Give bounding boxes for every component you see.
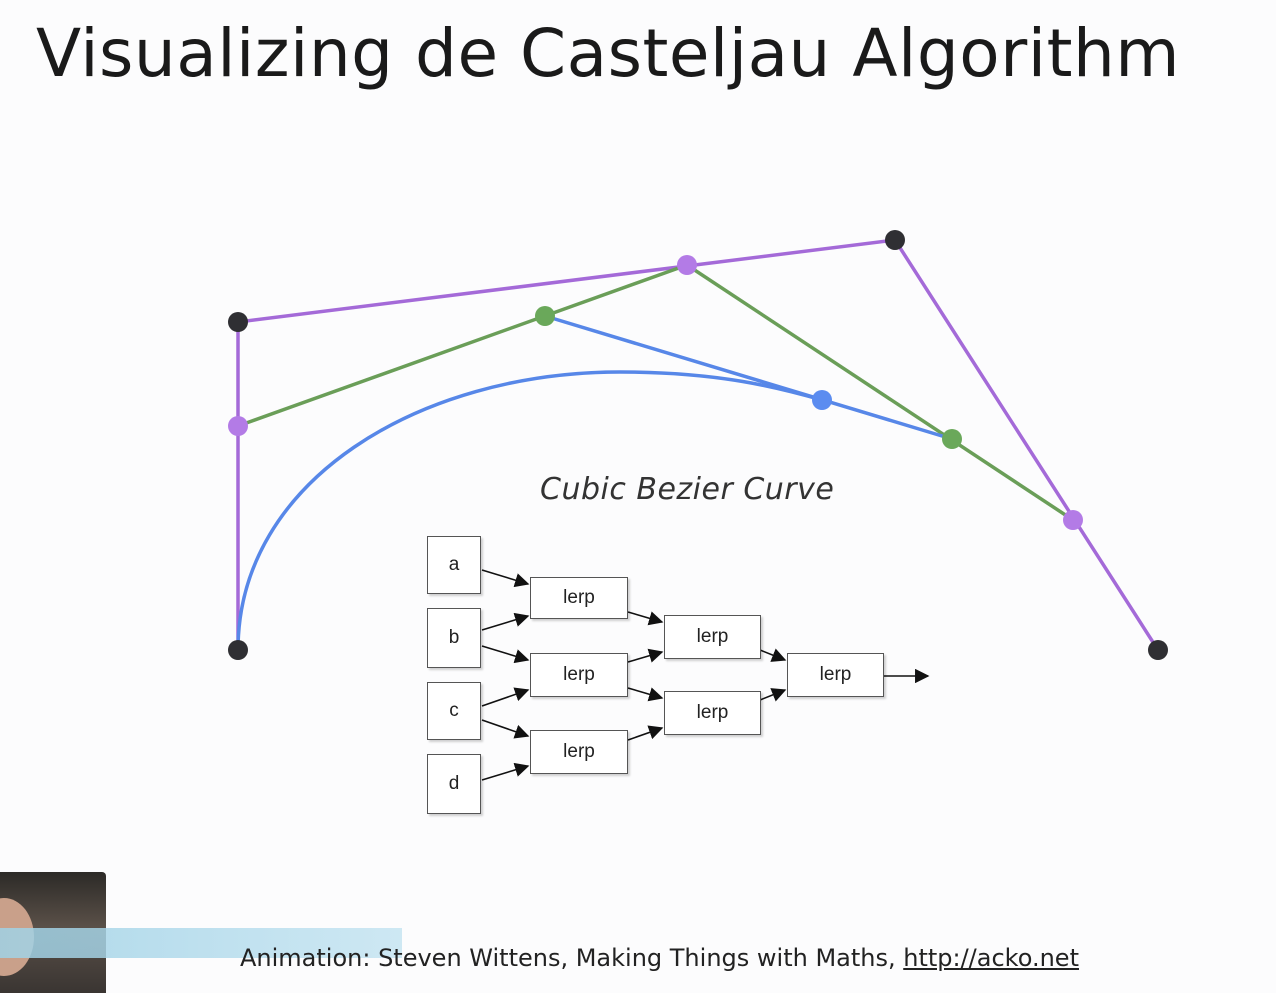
arrow-c-to-lerp2 [481, 687, 530, 707]
arrow-lerp1-to-lerp4 [627, 611, 664, 626]
arrow-lerp2-to-lerp5 [627, 687, 664, 702]
lerp-box-stage1-3: lerp [530, 730, 628, 774]
arrow-b-to-lerp1 [481, 612, 530, 631]
curve-caption: Cubic Bezier Curve [540, 472, 835, 507]
lerp-box-stage2-2: lerp [664, 691, 761, 735]
arrow-lerp5-to-lerp6 [759, 688, 787, 702]
curve-point [812, 390, 832, 410]
lerp-box-stage1-2: lerp [530, 653, 628, 697]
level-one-point-2 [677, 255, 697, 275]
level-one-segment-right [686, 263, 1074, 522]
level-two-segment [544, 314, 953, 441]
input-box-d: d [427, 754, 481, 814]
control-point-p0[interactable] [228, 640, 248, 660]
level-two-point-2 [942, 429, 962, 449]
level-one-segment-left [237, 263, 688, 428]
lerp-box-stage2-1: lerp [664, 615, 761, 659]
lerp-box-stage3-1: lerp [787, 653, 884, 697]
arrow-lerp3-to-lerp5 [627, 725, 664, 741]
level-one-point-3 [1063, 510, 1083, 530]
input-box-c: c [427, 682, 481, 740]
bezier-curve [236, 370, 823, 651]
attribution-text: Animation: Steven Wittens, Making Things… [240, 944, 904, 972]
arrow-a-to-lerp1 [481, 569, 530, 588]
slide-title: Visualizing de Casteljau Algorithm [36, 15, 1181, 92]
control-point-p3[interactable] [1148, 640, 1168, 660]
lerp-box-stage1-1: lerp [530, 577, 628, 619]
control-point-p2[interactable] [885, 230, 905, 250]
attribution: Animation: Steven Wittens, Making Things… [240, 944, 1079, 972]
control-point-p1[interactable] [228, 312, 248, 332]
subtitle-highlight-bar [0, 928, 402, 958]
acko-link[interactable]: http://acko.net [903, 944, 1079, 972]
level-two-point-1 [535, 306, 555, 326]
arrow-lerp4-to-lerp6 [759, 648, 787, 662]
input-box-a: a [427, 536, 481, 594]
flow-arrows [481, 569, 930, 781]
arrow-c-to-lerp3 [481, 719, 530, 739]
arrow-b-to-lerp2 [481, 645, 530, 664]
arrow-d-to-lerp3 [481, 762, 530, 781]
level-one-point-1 [228, 416, 248, 436]
input-box-b: b [427, 608, 481, 668]
control-polygon [236, 238, 1160, 651]
arrow-lerp2-to-lerp4 [627, 648, 664, 663]
